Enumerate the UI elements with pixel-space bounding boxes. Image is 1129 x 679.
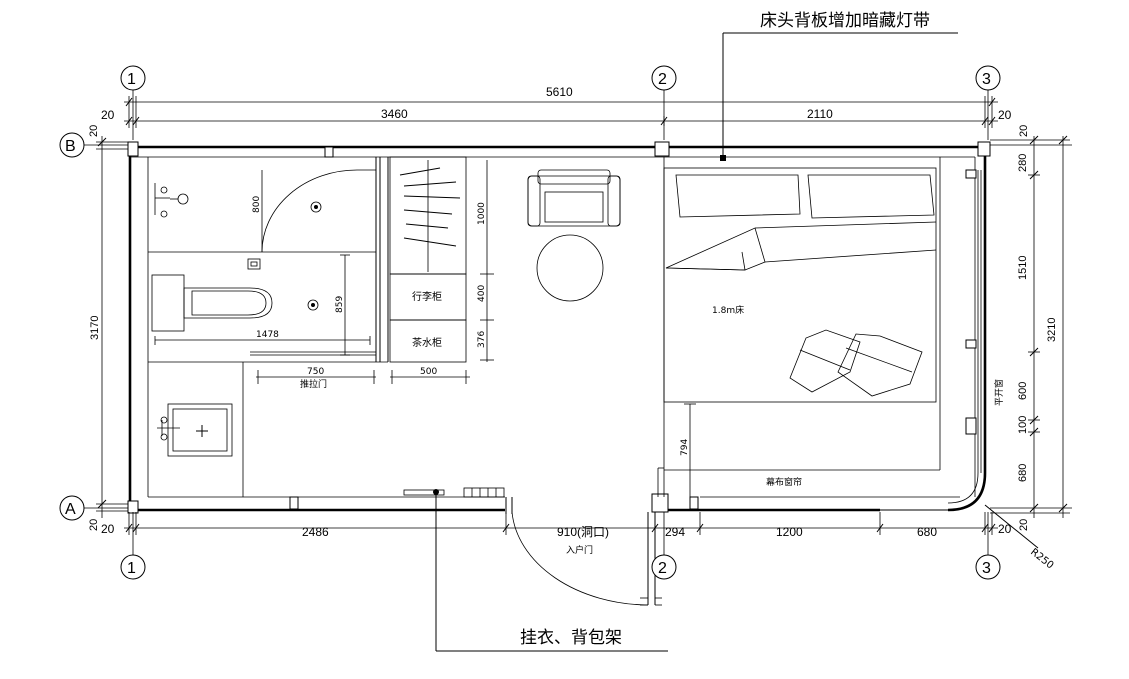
dim-bottom-seg-2: 910(洞口): [557, 525, 609, 539]
curtain-label: 幕布窗帘: [766, 476, 802, 488]
dim-bottom-seg-4: 1200: [776, 525, 803, 539]
grid-axis-bottom: 1 2 3: [120, 512, 1001, 580]
dim-top-seg-1: 3460: [381, 107, 408, 121]
dim-top-seg-2: 2110: [807, 107, 833, 121]
tea-cabinet-label: 茶水柜: [412, 336, 442, 349]
dim-bottom-right-20: 20: [998, 522, 1012, 536]
dim-top-right-20: 20: [998, 108, 1012, 122]
grid-axis-top: 1 2 3: [120, 65, 1001, 140]
dim-wardrobe-1000: 1000: [477, 202, 487, 225]
dim-wardrobe-400: 400: [477, 285, 487, 302]
grid-axis-left: B A: [59, 132, 128, 521]
headboard-note: 床头背板增加暗藏灯带: [760, 11, 930, 31]
interior-dimension-lines: [256, 370, 470, 384]
hanger-note-leader: [433, 489, 668, 652]
dim-right-seg-5: 680: [1017, 464, 1029, 482]
dim-bed-794: 794: [680, 439, 690, 456]
grid-label-3-bottom: 3: [982, 560, 991, 577]
structural-columns: [127, 141, 991, 514]
dim-door-750: 750: [307, 367, 324, 377]
bed: [663, 157, 941, 497]
dim-wardrobe-376: 376: [477, 331, 487, 348]
dim-right-seg-1: 280: [1017, 154, 1029, 172]
sliding-door-label: 推拉门: [300, 378, 327, 390]
right-dimensions: [990, 135, 1072, 518]
grid-label-a: A: [65, 501, 76, 518]
outer-walls: [128, 145, 987, 512]
dim-left-bottom-20: 20: [88, 519, 100, 531]
grid-label-b: B: [65, 138, 76, 155]
radius-leader: [984, 504, 1039, 549]
dim-right-seg-3: 600: [1017, 382, 1029, 400]
dim-right-total: 3210: [1046, 318, 1058, 342]
dim-cabinet-500: 500: [420, 367, 437, 377]
grid-label-2-bottom: 2: [658, 560, 667, 577]
luggage-cabinet-label: 行李柜: [412, 290, 442, 303]
dim-bottom-seg-5: 680: [917, 525, 937, 539]
entry-door: [403, 467, 664, 606]
dim-right-seg-2: 1510: [1017, 256, 1029, 280]
dim-right-seg-4: 100: [1017, 416, 1029, 434]
left-dimensions: [96, 136, 130, 518]
dim-bottom-seg-1: 2486: [302, 525, 329, 539]
headboard-note-leader: [720, 32, 958, 161]
wardrobe-cabinets: [389, 156, 494, 363]
dim-bottom-seg-3: 294: [665, 525, 685, 539]
round-table: [536, 234, 604, 302]
bottom-dimensions: [124, 512, 998, 535]
dim-left-total: 3170: [89, 316, 101, 340]
bathroom: [148, 157, 389, 363]
dim-bath-1478: 1478: [256, 330, 279, 340]
dim-right-top-20: 20: [1018, 125, 1030, 137]
radius-label: R250: [1028, 547, 1055, 572]
dim-top-total: 5610: [546, 85, 573, 99]
bed-side-dimension: [684, 403, 696, 497]
dim-bath-800: 800: [252, 196, 262, 213]
grid-label-2-top: 2: [658, 71, 667, 88]
entry-door-label: 入户门: [566, 544, 593, 556]
hanger-note: 挂衣、背包架: [520, 628, 622, 648]
washbasin-area: [157, 362, 244, 497]
grid-label-1-bottom: 1: [127, 560, 136, 577]
grid-label-3-top: 3: [982, 71, 991, 88]
casement-window-label: 平开窗: [993, 379, 1005, 406]
dim-left-top-20: 20: [88, 125, 100, 137]
bed-label: 1.8m床: [712, 304, 744, 316]
dim-bottom-left-20: 20: [101, 522, 115, 536]
dim-bath-859: 859: [335, 296, 345, 313]
grid-label-1-top: 1: [127, 71, 136, 88]
dim-right-bottom-20: 20: [1018, 519, 1030, 531]
armchair: [527, 169, 621, 227]
dim-top-left-20: 20: [101, 108, 115, 122]
top-dimensions: [124, 96, 998, 128]
